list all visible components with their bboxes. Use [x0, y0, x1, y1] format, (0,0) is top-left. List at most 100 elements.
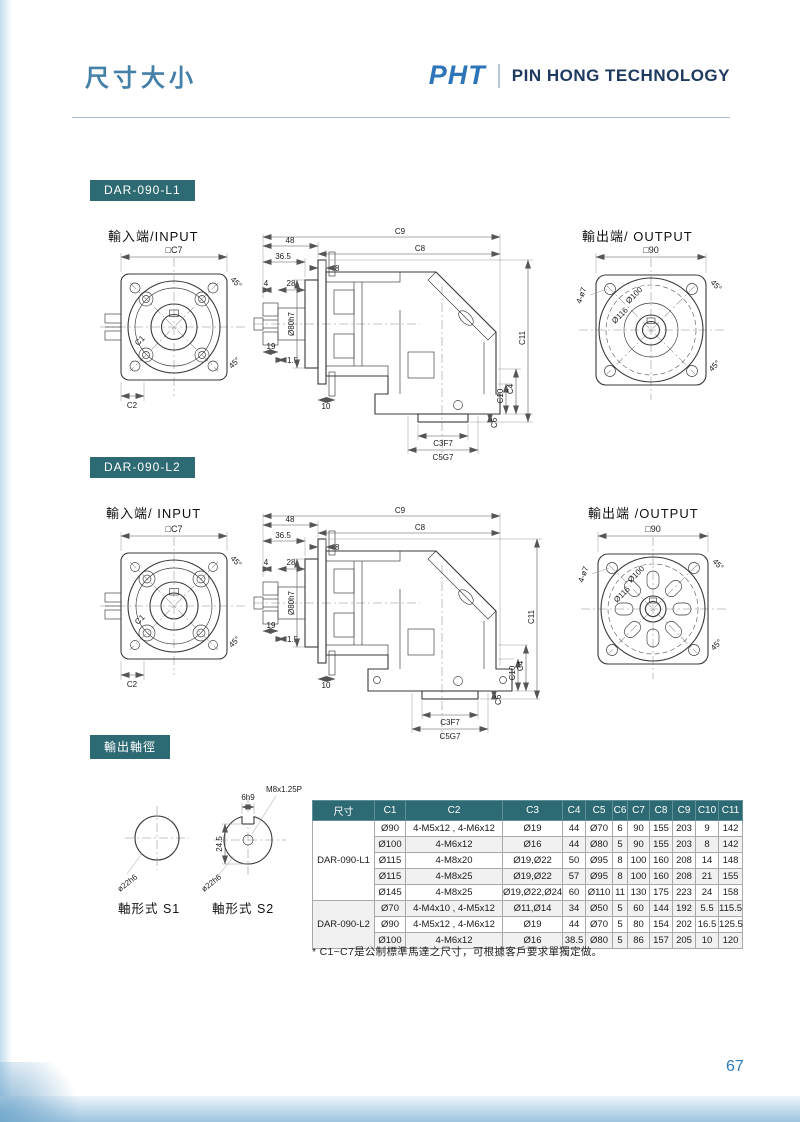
dim-label: 48: [286, 515, 295, 524]
table-cell: 4-M5x12 , 4-M6x12: [405, 916, 503, 933]
dim-label: M8x1.25P: [266, 785, 302, 794]
table-cell: 6: [612, 820, 628, 837]
dim-label: C9: [395, 506, 406, 515]
dim-label: Ø116: [610, 305, 630, 325]
table-cell: Ø70: [374, 900, 406, 917]
table-row: DAR-090-L1 Ø90 4-M5x12 , 4-M6x12 Ø19 44 …: [312, 820, 743, 901]
table-cell: Ø70: [585, 916, 613, 933]
table-cell: 148: [718, 852, 743, 869]
table-footnote: * C1~C7是公制標準馬達之尺寸，可根據客戶要求單獨定做。: [312, 946, 603, 958]
table-row: Ø115 4-M8x25 Ø19,Ø22 57 Ø95 8 100 160 20…: [313, 868, 743, 885]
dim-label: 45°: [227, 355, 242, 370]
dim-label: C6: [490, 417, 499, 428]
group-name-l1: DAR-090-L1: [312, 820, 375, 901]
dim-label: □C7: [166, 524, 183, 534]
table-cell: 100: [627, 852, 650, 869]
table-cell: Ø145: [374, 884, 406, 901]
table-cell: Ø19: [502, 916, 563, 933]
brand-block: PHT PIN HONG TECHNOLOGY: [429, 60, 730, 91]
table-cell: 5: [612, 932, 628, 949]
table-cell: 130: [627, 884, 650, 901]
table-cell: 155: [649, 836, 673, 853]
dim-label: C2: [127, 401, 138, 410]
dim-label: C10: [508, 665, 517, 680]
dim-label: C10: [496, 388, 505, 403]
group-name-l2: DAR-090-L2: [312, 900, 375, 949]
l1-section-drawing: C9 48 C8 36.5 8 4 28 19 1.5 Ø80h7 10 C10…: [253, 227, 533, 462]
dim-label: C1: [133, 333, 147, 347]
table-cell: Ø95: [585, 868, 613, 885]
table-cell: 4-M6x12: [405, 836, 503, 853]
col-header-c2: C2: [405, 800, 503, 821]
section-badge-l2: DAR-090-L2: [90, 457, 195, 478]
dim-label: Ø100: [624, 285, 645, 306]
dim-label: 10: [322, 681, 331, 690]
dimension-table: 尺寸 C1 C2 C3 C4 C5 C6 C7 C8 C9 C10 C11 DA…: [312, 800, 743, 949]
table-cell: 192: [672, 900, 696, 917]
dim-label: C8: [415, 523, 426, 532]
table-cell: 5: [612, 900, 628, 917]
table-cell: 44: [562, 820, 586, 837]
dim-label: 1.5: [287, 635, 299, 644]
table-cell: 208: [672, 852, 696, 869]
left-accent-bar: [0, 0, 12, 1122]
l2-output-flange-drawing: □90 Ø100 Ø116 4-ø7 45° 45°: [576, 524, 727, 679]
table-cell: 208: [672, 868, 696, 885]
dim-label: C4: [516, 660, 525, 671]
table-cell: Ø16: [502, 836, 563, 853]
table-cell: 4-M8x25: [405, 884, 503, 901]
table-cell: 5: [612, 836, 628, 853]
col-header-c9: C9: [672, 800, 696, 821]
table-header-row: 尺寸 C1 C2 C3 C4 C5 C6 C7 C8 C9 C10 C11: [312, 800, 743, 821]
bottom-accent-bar: [0, 1096, 800, 1122]
dim-label: C2: [127, 680, 138, 689]
col-header-c6: C6: [612, 800, 628, 821]
dim-label: □C7: [166, 245, 183, 255]
page-number: 67: [726, 1058, 744, 1075]
dim-label: ø22h6: [200, 872, 224, 893]
table-cell: 10: [695, 932, 719, 949]
section-badge-shaft: 輸出軸徑: [90, 735, 171, 759]
dim-label: 8: [335, 264, 340, 273]
dim-label: C4: [506, 383, 515, 394]
dim-label: 19: [267, 621, 276, 630]
dim-label: 19: [267, 342, 276, 351]
table-cell: 155: [649, 820, 673, 837]
dim-label: 45°: [709, 278, 724, 293]
col-header-c11: C11: [718, 800, 743, 821]
dim-label: 4-ø7: [574, 286, 588, 305]
table-cell: 90: [627, 836, 650, 853]
table-cell: Ø100: [374, 932, 406, 949]
table-cell: 38.5: [562, 932, 586, 949]
table-cell: Ø19,Ø22: [502, 852, 563, 869]
dim-label: C5G7: [440, 732, 461, 741]
table-cell: 203: [672, 820, 696, 837]
dim-label: 10: [322, 402, 331, 411]
table-cell: 21: [695, 868, 719, 885]
table-row: Ø100 4-M6x12 Ø16 44 Ø80 5 90 155 203 8 1…: [313, 836, 743, 853]
table-cell: 160: [649, 868, 673, 885]
table-cell: 4-M6x12: [405, 932, 503, 949]
table-cell: Ø70: [585, 820, 613, 837]
col-header-size: 尺寸: [312, 800, 375, 821]
dim-label: 4: [264, 558, 269, 567]
table-row: Ø90 4-M5x12 , 4-M6x12 Ø19 44 Ø70 5 80 15…: [313, 916, 743, 933]
shaft-s2-drawing: 6h9 M8x1.25P 24.5 ø22h6: [200, 785, 302, 894]
dim-label: 45°: [709, 637, 724, 652]
dim-label: 36.5: [275, 531, 291, 540]
col-header-c1: C1: [374, 800, 406, 821]
dim-label: C6: [494, 694, 503, 705]
dim-label: 45°: [229, 275, 244, 290]
table-cell: 154: [649, 916, 673, 933]
table-cell: 205: [672, 932, 696, 949]
dim-label: □90: [645, 524, 660, 534]
table-cell: Ø110: [585, 884, 613, 901]
table-row: DAR-090-L2 Ø70 4-M4x10 , 4-M5x12 Ø11,Ø14…: [312, 900, 743, 949]
table-cell: 157: [649, 932, 673, 949]
table-cell: 60: [627, 900, 650, 917]
table-cell: 8: [695, 836, 719, 853]
table-cell: 50: [562, 852, 586, 869]
dim-label: C9: [395, 227, 406, 236]
l2-input-label: 輸入端/ INPUT: [106, 506, 202, 521]
